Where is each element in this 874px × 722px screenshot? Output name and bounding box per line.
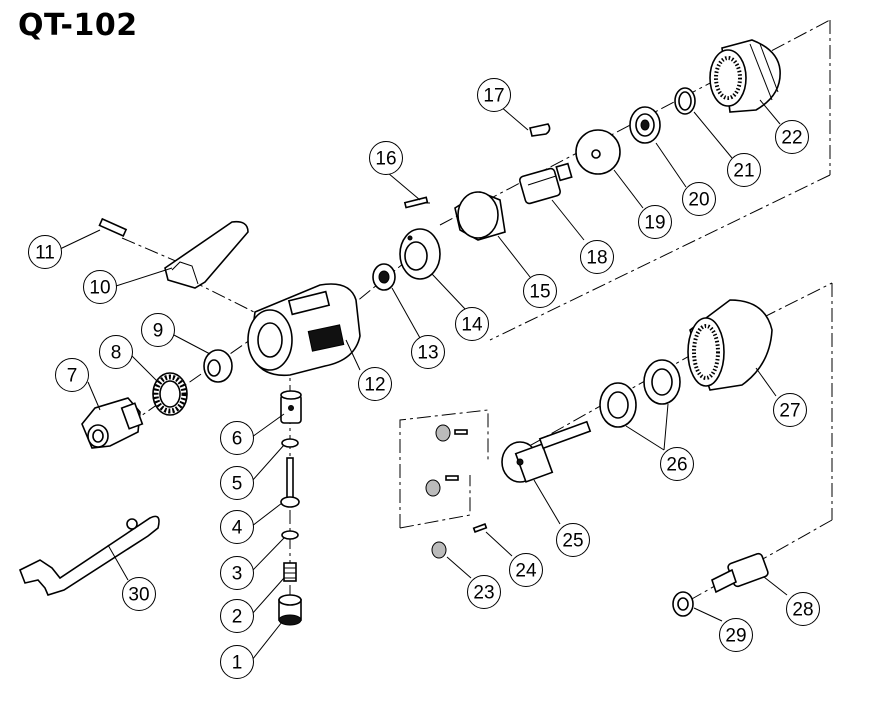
callout-26: 26 <box>660 447 694 481</box>
parts <box>18 39 781 626</box>
svg-text:30: 30 <box>128 585 149 606</box>
callout-7: 7 <box>55 358 89 392</box>
callout-15: 15 <box>523 274 557 308</box>
needle-bearing <box>152 372 188 416</box>
collet-nut <box>672 591 694 617</box>
bearing-13 <box>372 263 396 291</box>
callout-10: 10 <box>83 270 117 304</box>
front-housing <box>709 39 781 113</box>
callout-3: 3 <box>220 556 254 590</box>
svg-text:22: 22 <box>781 128 802 149</box>
callout-1: 1 <box>220 645 254 679</box>
gear-23 <box>431 541 447 559</box>
svg-text:7: 7 <box>67 366 78 387</box>
svg-text:15: 15 <box>529 282 550 303</box>
bearings-26 <box>599 359 681 428</box>
svg-text:17: 17 <box>483 86 504 107</box>
svg-text:5: 5 <box>232 474 243 495</box>
svg-text:19: 19 <box>644 213 665 234</box>
svg-text:16: 16 <box>375 149 396 170</box>
washer-9 <box>203 349 233 383</box>
callout-18: 18 <box>580 240 614 274</box>
valve-bushing <box>280 390 302 424</box>
callout-20: 20 <box>682 182 716 216</box>
svg-text:6: 6 <box>232 429 243 450</box>
callout-30: 30 <box>122 577 156 611</box>
collar-nut <box>687 299 773 391</box>
wrench <box>18 515 160 596</box>
callout-4: 4 <box>220 510 254 544</box>
callout-27: 27 <box>773 393 807 427</box>
callout-19: 19 <box>638 205 672 239</box>
svg-text:29: 29 <box>725 626 746 647</box>
callout-2: 2 <box>220 599 254 633</box>
callout-23: 23 <box>467 575 501 609</box>
callout-22: 22 <box>775 120 809 154</box>
model-title: QT-102 <box>18 8 138 43</box>
valve-cap <box>278 594 302 626</box>
spindle <box>501 420 592 483</box>
svg-text:3: 3 <box>232 564 243 585</box>
callout-5: 5 <box>220 466 254 500</box>
pin-11 <box>98 217 128 237</box>
cylinder <box>454 191 506 241</box>
o-ring-5 <box>281 438 299 448</box>
callout-11: 11 <box>28 235 62 269</box>
svg-text:25: 25 <box>562 531 583 552</box>
inlet-nut <box>81 397 144 449</box>
svg-text:27: 27 <box>779 401 800 422</box>
callout-13: 13 <box>411 335 445 369</box>
svg-text:18: 18 <box>586 248 607 269</box>
bearing-20 <box>629 106 661 144</box>
svg-text:9: 9 <box>153 321 164 342</box>
collet <box>711 552 769 594</box>
rotor <box>518 162 573 205</box>
housing <box>247 283 361 377</box>
callout-12: 12 <box>358 367 392 401</box>
callout-24: 24 <box>509 553 543 587</box>
callout-8: 8 <box>99 335 133 369</box>
callout-labels: 1 2 3 4 5 6 7 8 9 10 11 12 13 14 15 16 1… <box>28 78 820 679</box>
rotor-blade <box>529 123 551 137</box>
svg-text:14: 14 <box>461 315 483 336</box>
svg-text:4: 4 <box>232 518 243 539</box>
spring <box>283 562 297 582</box>
svg-text:2: 2 <box>232 607 243 628</box>
callout-16: 16 <box>369 141 403 175</box>
callout-14: 14 <box>455 307 489 341</box>
planet-gears <box>425 424 488 559</box>
svg-text:21: 21 <box>733 161 754 182</box>
svg-text:13: 13 <box>417 343 438 364</box>
svg-text:8: 8 <box>111 343 122 364</box>
svg-text:10: 10 <box>89 278 110 299</box>
svg-text:26: 26 <box>666 455 687 476</box>
callout-6: 6 <box>220 421 254 455</box>
rear-plate <box>399 228 441 280</box>
svg-text:20: 20 <box>688 190 709 211</box>
svg-text:1: 1 <box>232 653 243 674</box>
svg-text:11: 11 <box>35 243 55 264</box>
svg-text:12: 12 <box>364 375 385 396</box>
callout-9: 9 <box>141 313 175 347</box>
valve-stem <box>280 457 300 508</box>
callout-28: 28 <box>786 592 820 626</box>
callout-29: 29 <box>719 618 753 652</box>
callout-25: 25 <box>556 523 590 557</box>
pin-16 <box>403 196 429 209</box>
callout-21: 21 <box>727 153 761 187</box>
o-ring-3 <box>281 530 299 540</box>
lever <box>164 220 249 289</box>
svg-text:23: 23 <box>473 583 494 604</box>
front-plate <box>575 129 621 175</box>
svg-text:28: 28 <box>792 600 813 621</box>
svg-text:24: 24 <box>515 561 537 582</box>
pin-24 <box>472 523 488 533</box>
callout-17: 17 <box>477 78 511 112</box>
leader-lines <box>59 99 788 661</box>
